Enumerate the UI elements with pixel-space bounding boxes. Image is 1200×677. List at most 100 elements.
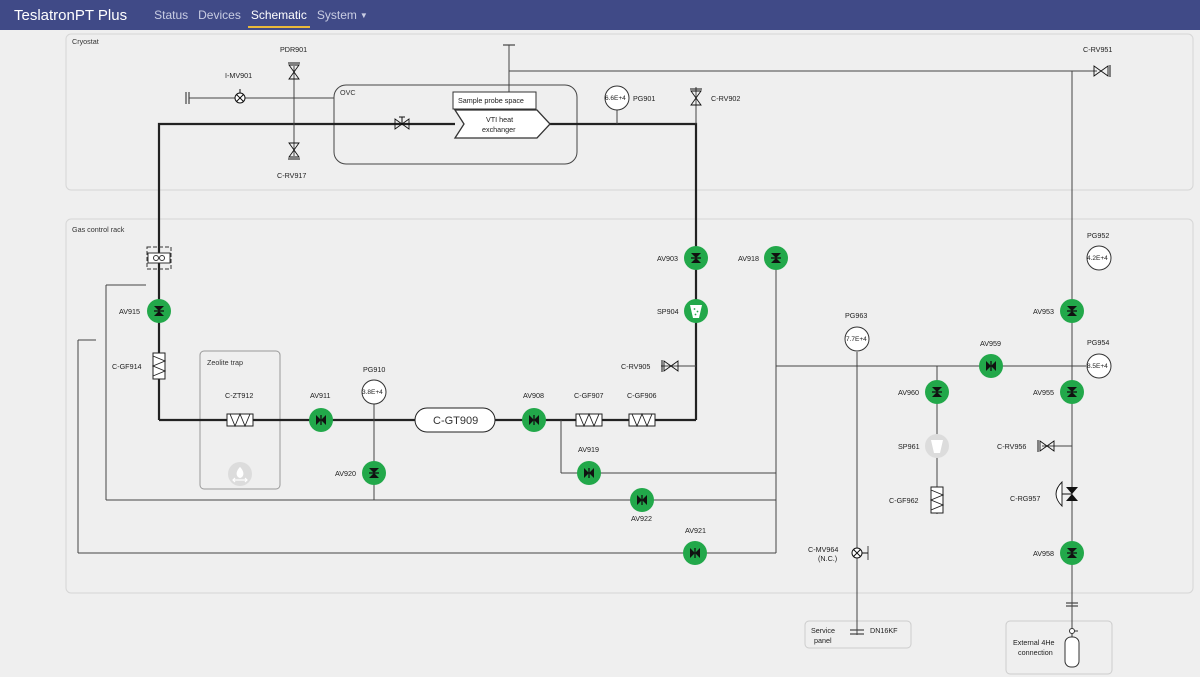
imv901-valve[interactable] xyxy=(234,89,246,104)
cgt909-tank[interactable] xyxy=(414,407,496,433)
av919-label: AV919 xyxy=(578,445,599,454)
gas-cylinder-icon xyxy=(1064,628,1080,668)
crv956-valve[interactable] xyxy=(1037,440,1055,452)
czt912-filter[interactable] xyxy=(226,412,254,428)
av960-valve[interactable] xyxy=(925,380,949,404)
av955-label: AV955 xyxy=(1033,388,1054,397)
pipe-endcaps xyxy=(185,44,1078,635)
cgf906-label: C-GF906 xyxy=(627,391,657,400)
av922-valve[interactable] xyxy=(630,488,654,512)
av919-valve[interactable] xyxy=(577,461,601,485)
av959-label: AV959 xyxy=(980,339,1001,348)
pg954-value: 8.5E+4 xyxy=(1087,363,1108,370)
external-he-label-1: External 4He xyxy=(1013,638,1055,647)
av959-valve[interactable] xyxy=(979,354,1003,378)
flow-meter xyxy=(146,246,172,270)
czt912-label: C-ZT912 xyxy=(225,391,253,400)
av921-valve[interactable] xyxy=(683,541,707,565)
service-panel-label-1: Service xyxy=(811,626,835,635)
dn16kf-label: DN16KF xyxy=(870,626,898,635)
heater-icon xyxy=(228,462,252,486)
pg963-gauge: 7.7E+4 xyxy=(844,326,870,352)
gas-rack-section xyxy=(65,218,1194,594)
av922-label: AV922 xyxy=(631,514,652,523)
av955-valve[interactable] xyxy=(1060,380,1084,404)
crg957-label: C-RG957 xyxy=(1010,494,1040,503)
pdr901-valve[interactable] xyxy=(288,62,300,80)
pg963-label: PG963 xyxy=(845,311,867,320)
nav-devices[interactable]: Devices xyxy=(198,8,241,22)
av915-valve[interactable] xyxy=(147,299,171,323)
av960-label: AV960 xyxy=(898,388,919,397)
crv951-label: C-RV951 xyxy=(1083,45,1112,54)
av920-label: AV920 xyxy=(335,469,356,478)
cgf914-label: C-GF914 xyxy=(112,362,142,371)
pg910-label: PG910 xyxy=(363,365,385,374)
cmv964-label-1: C-MV964 xyxy=(808,545,838,554)
crv917-label: C-RV917 xyxy=(277,171,306,180)
av908-label: AV908 xyxy=(523,391,544,400)
cgf907-label: C-GF907 xyxy=(574,391,604,400)
pdr901-label: PDR901 xyxy=(280,45,307,54)
vti-label-2: exchanger xyxy=(482,125,516,134)
pg901-label: PG901 xyxy=(633,94,655,103)
nav-system-label: System xyxy=(316,8,357,22)
sp904-pump[interactable] xyxy=(684,299,708,323)
sample-probe-label: Sample probe space xyxy=(458,96,524,105)
cmv964-valve[interactable] xyxy=(851,547,868,559)
crg957-regulator[interactable] xyxy=(1055,480,1078,508)
nav-system[interactable]: System▼ xyxy=(312,0,373,30)
crv905-label: C-RV905 xyxy=(621,362,650,371)
cgf962-filter[interactable] xyxy=(929,486,945,514)
ovc-label: OVC xyxy=(340,88,356,97)
vti-label-1: VTI heat xyxy=(486,115,513,124)
main-loop-pipe xyxy=(157,122,698,422)
av953-valve[interactable] xyxy=(1060,299,1084,323)
av915-label: AV915 xyxy=(119,307,140,316)
sp904-label: SP904 xyxy=(657,307,679,316)
nav-schematic[interactable]: Schematic xyxy=(246,0,312,30)
caret-down-icon: ▼ xyxy=(359,11,368,20)
external-he-label-2: connection xyxy=(1018,648,1053,657)
av958-valve[interactable] xyxy=(1060,541,1084,565)
av903-valve[interactable] xyxy=(684,246,708,270)
crv905-valve[interactable] xyxy=(661,360,679,372)
sp961-pump[interactable] xyxy=(925,434,949,458)
crv951-valve[interactable] xyxy=(1093,65,1111,77)
cgf906-filter[interactable] xyxy=(628,412,656,428)
imv901-label: I-MV901 xyxy=(225,71,252,80)
av920-valve[interactable] xyxy=(362,461,386,485)
cgf962-label: C-GF962 xyxy=(889,496,919,505)
av953-label: AV953 xyxy=(1033,307,1054,316)
crv902-valve[interactable] xyxy=(690,88,702,106)
sp961-label: SP961 xyxy=(898,442,920,451)
av958-label: AV958 xyxy=(1033,549,1054,558)
pg963-value: 7.7E+4 xyxy=(846,336,867,343)
zeolite-trap-label: Zeolite trap xyxy=(207,358,243,367)
service-panel-label-2: panel xyxy=(814,636,832,645)
external-he-box xyxy=(1005,620,1113,675)
av918-valve[interactable] xyxy=(764,246,788,270)
av911-valve[interactable] xyxy=(309,408,333,432)
cryostat-section xyxy=(65,33,1194,191)
cgf914-filter[interactable] xyxy=(151,352,167,380)
av918-label: AV918 xyxy=(738,254,759,263)
nav-status[interactable]: Status xyxy=(154,8,189,22)
pg901-value: 6.6E+4 xyxy=(605,95,626,102)
needle-valve[interactable] xyxy=(394,116,410,130)
av911-label: AV911 xyxy=(310,391,331,400)
vti-heat-exchanger xyxy=(453,109,551,139)
av908-valve[interactable] xyxy=(522,408,546,432)
pg901-gauge: 6.6E+4 xyxy=(604,85,630,111)
cryostat-label: Cryostat xyxy=(72,37,99,46)
app-title: TeslatronPT Plus xyxy=(14,6,128,24)
pg952-value: 4.2E+4 xyxy=(1087,255,1108,262)
schematic-canvas: Cryostat Gas control rack OVC Zeolite tr… xyxy=(65,33,1194,675)
crv917-valve[interactable] xyxy=(288,142,300,160)
cgf907-filter[interactable] xyxy=(575,412,603,428)
pg954-label: PG954 xyxy=(1087,338,1109,347)
pipes xyxy=(77,45,1097,636)
pg910-gauge: 3.8E+4 xyxy=(361,379,387,405)
pg952-gauge: 4.2E+4 xyxy=(1086,245,1112,271)
pg954-gauge: 8.5E+4 xyxy=(1086,353,1112,379)
